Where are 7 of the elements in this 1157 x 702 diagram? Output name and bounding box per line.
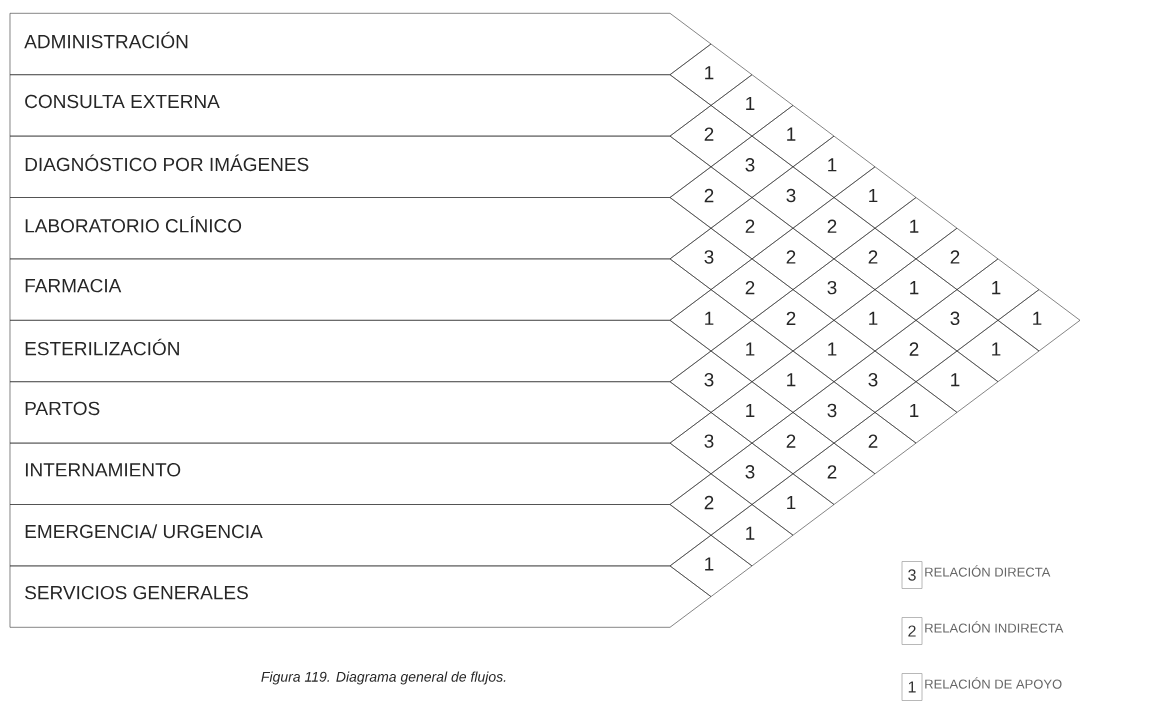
legend-box: 2 <box>901 617 923 645</box>
legend-box: 1 <box>901 673 923 701</box>
legend-box: 3 <box>901 561 923 589</box>
legend-text: RELACIÓN INDIRECTA <box>925 621 1064 633</box>
caption: Figura 119. Diagrama general de flujos. <box>261 671 506 685</box>
legend-text: RELACIÓN DE APOYO <box>925 677 1062 689</box>
legend-text: RELACIÓN DIRECTA <box>925 565 1051 577</box>
